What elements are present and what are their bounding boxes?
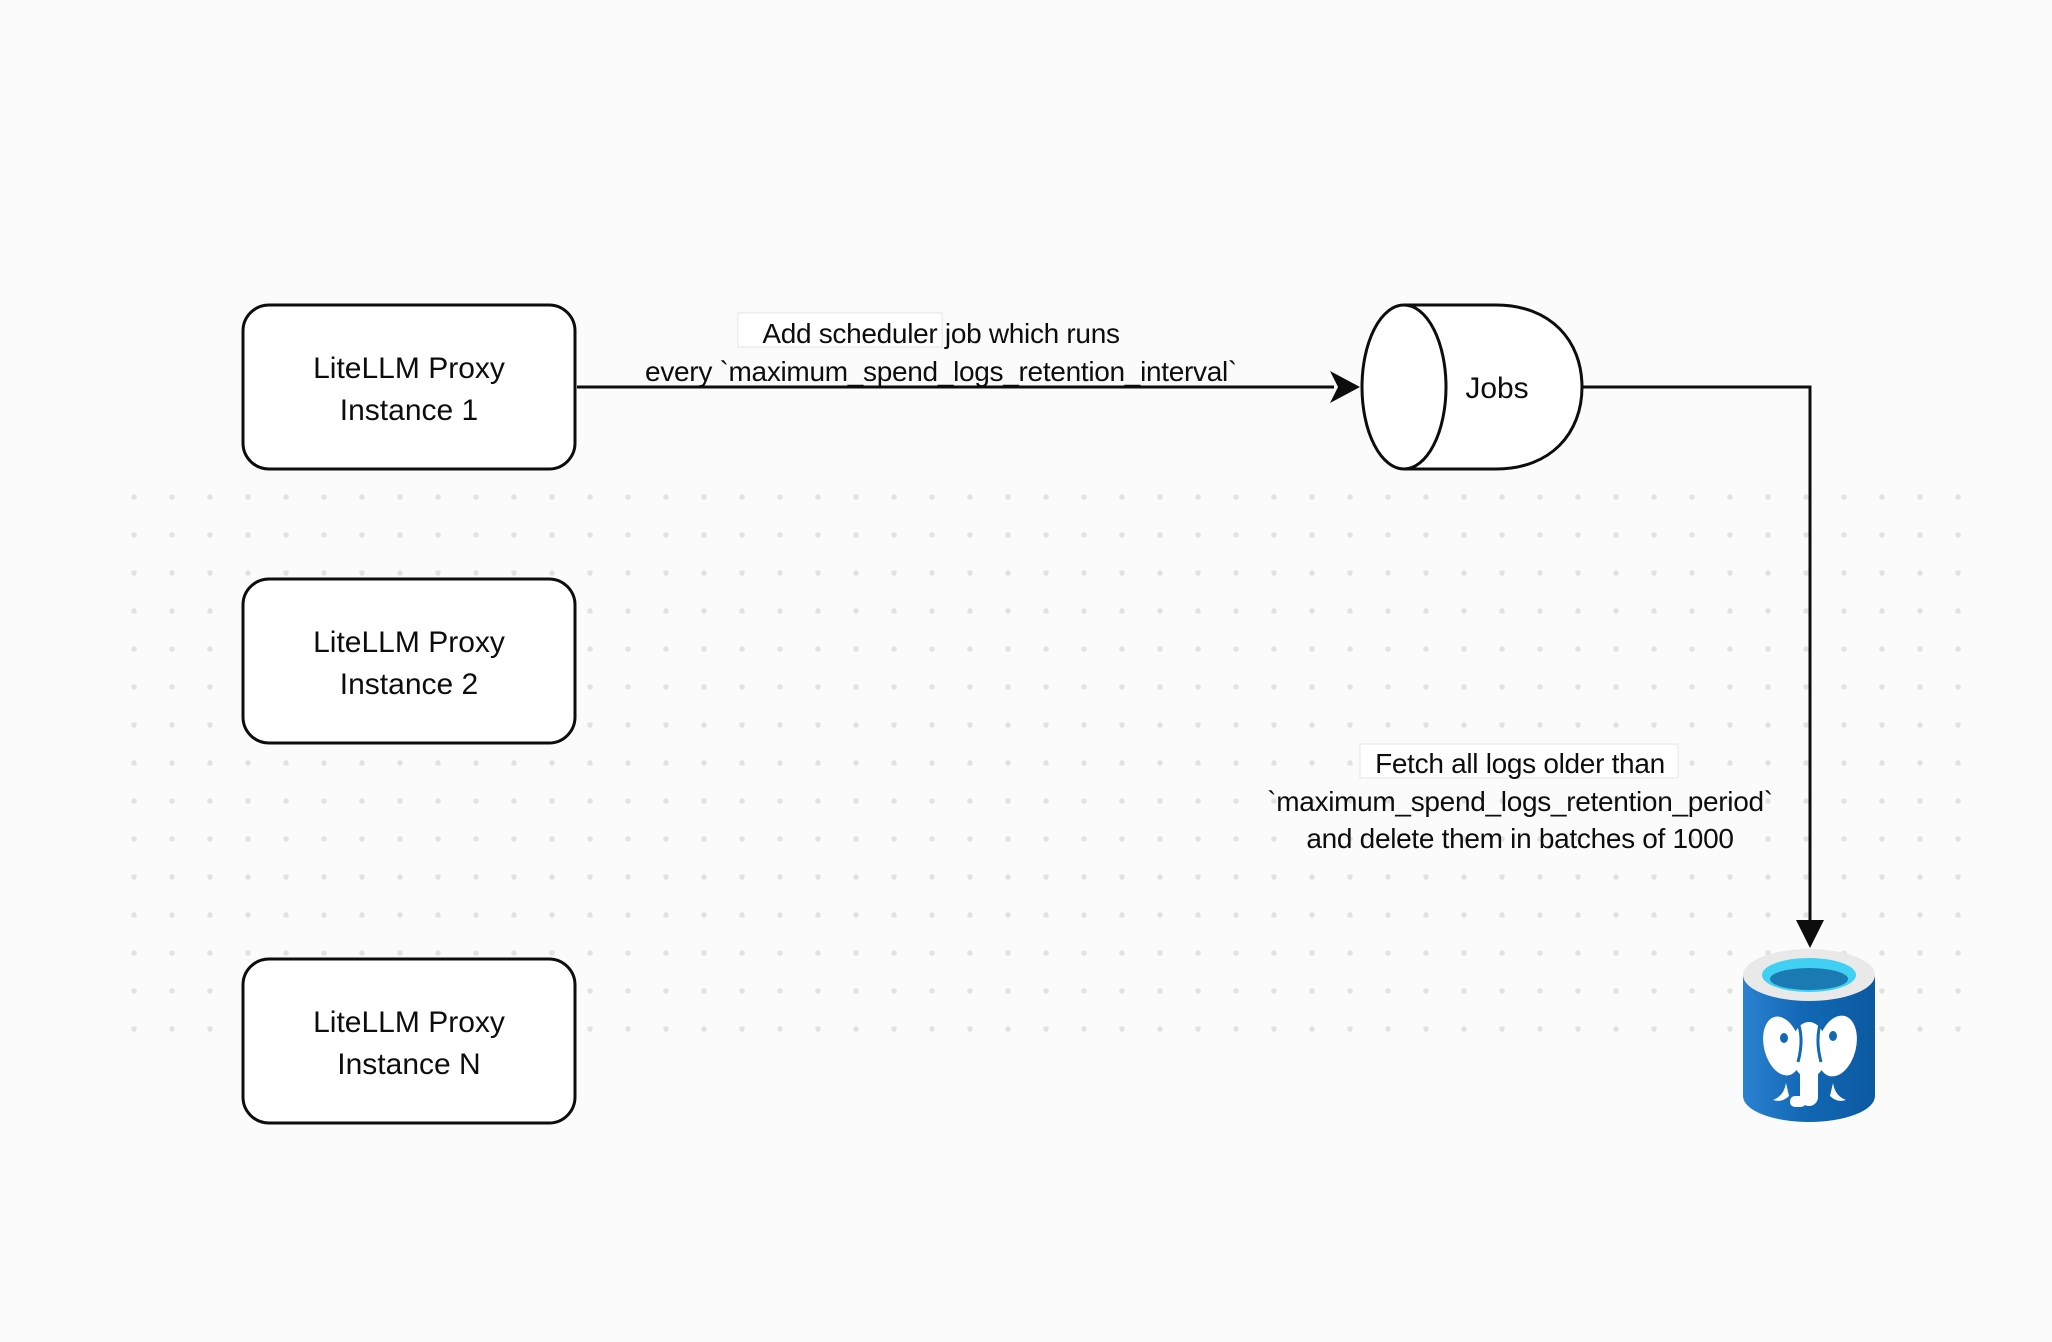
- instance1-box: [241, 303, 577, 471]
- instance2-box: [241, 577, 577, 745]
- instanceN-label-line2: Instance N: [337, 1048, 480, 1081]
- fetch-label-line3: and delete them in batches of 1000: [1306, 823, 1733, 854]
- edge-add-scheduler-job: Add scheduler job which runs every `maxi…: [577, 312, 1360, 403]
- node-litellm-proxy-instance-2: LiteLLM Proxy Instance 2: [241, 577, 577, 745]
- fetch-label-line2: `maximum_spend_logs_retention_period`: [1267, 786, 1773, 817]
- node-jobs-queue: Jobs: [1360, 303, 1584, 471]
- node-litellm-proxy-instance-1: LiteLLM Proxy Instance 1: [241, 303, 577, 471]
- scheduler-label-highlight: [737, 312, 943, 348]
- instance1-label-line1: LiteLLM Proxy: [313, 352, 505, 385]
- scheduler-label-line2: every `maximum_spend_logs_retention_inte…: [645, 356, 1237, 387]
- postgresql-database-icon: [1743, 949, 1875, 1122]
- fetch-label-highlight: [1359, 743, 1679, 779]
- scheduler-arrowhead-icon: [1330, 371, 1360, 403]
- instanceN-box: [241, 957, 577, 1125]
- instance1-label-line2: Instance 1: [340, 394, 478, 427]
- postgres-opening-dark: [1770, 968, 1848, 990]
- edge-fetch-and-delete-logs: Fetch all logs older than `maximum_spend…: [1267, 385, 1824, 948]
- fetch-label-line1: Fetch all logs older than: [1375, 748, 1665, 779]
- scheduler-label-line1: Add scheduler job which runs: [762, 318, 1119, 349]
- fetch-arrowhead-icon: [1796, 920, 1824, 948]
- instanceN-label-line1: LiteLLM Proxy: [313, 1006, 505, 1039]
- postgres-elephant-icon: [1763, 1015, 1857, 1107]
- node-litellm-proxy-instance-n: LiteLLM Proxy Instance N: [241, 957, 577, 1125]
- jobs-cylinder-cap: [1360, 303, 1448, 471]
- instance2-label-line2: Instance 2: [340, 668, 478, 701]
- fetch-arrow-line: [1582, 385, 1812, 920]
- jobs-label: Jobs: [1465, 372, 1528, 405]
- instance2-label-line1: LiteLLM Proxy: [313, 626, 505, 659]
